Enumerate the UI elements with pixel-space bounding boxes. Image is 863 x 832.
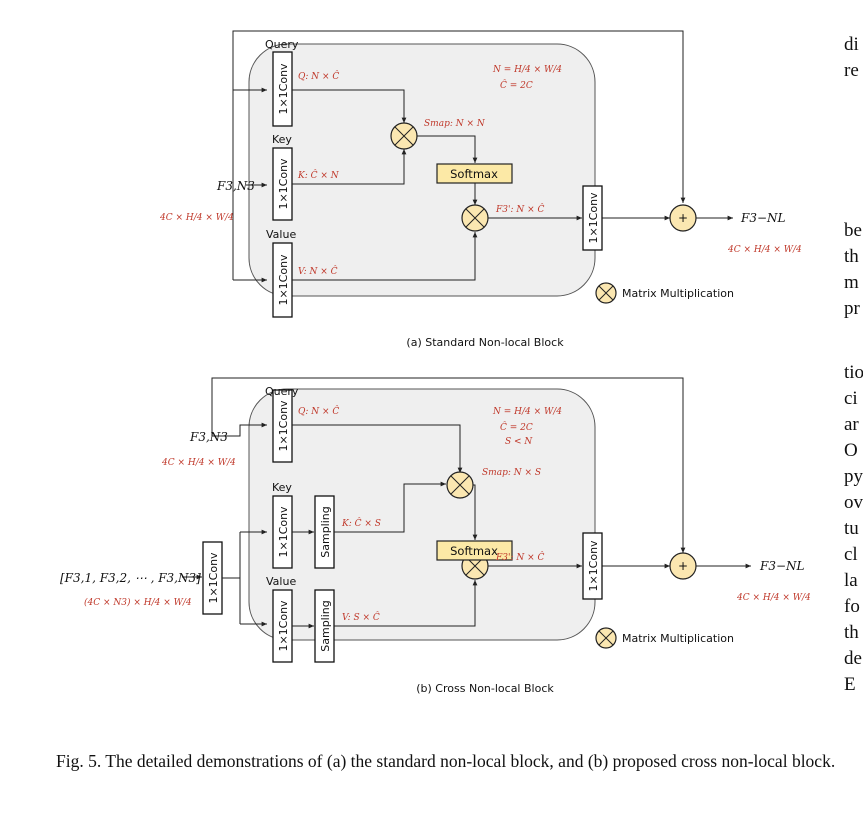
output-conv-box-b	[582, 532, 603, 600]
query-conv-label-b: 1×1Conv	[277, 400, 290, 452]
n-def-a: N = H/4 × W/4	[492, 65, 562, 75]
k-dim-a: K: Ĉ × N	[297, 169, 340, 181]
subcaption-a: (a) Standard Non-local Block	[406, 336, 564, 349]
figure-a: 1×1Conv 1×1Conv 1×1Conv Query Key Value …	[159, 30, 802, 349]
q-dim-a: Q: N × Ĉ	[298, 70, 339, 82]
svg-text:+: +	[678, 211, 688, 225]
output-conv-label-a: 1×1Conv	[587, 192, 600, 244]
key-flow-a	[292, 149, 407, 185]
c-def-a: Ĉ = 2C	[500, 79, 533, 91]
query-conv-label-a: 1×1Conv	[277, 63, 290, 115]
output-label-b: F3−NL	[759, 559, 805, 573]
multi-input-label-b: [F3,1, F3,2, ⋯ , F3,N3]	[60, 571, 201, 585]
output-conv-box-a	[582, 185, 603, 251]
panel-b	[248, 388, 596, 641]
right-column-line: be	[844, 220, 862, 241]
value-conv-label-a: 1×1Conv	[277, 254, 290, 306]
smap-dim-a: Smap: N × N	[424, 119, 486, 129]
smap-dim-b: Smap: N × S	[482, 468, 541, 478]
right-column-line: pr	[844, 298, 860, 319]
output-dim-b: 4C × H/4 × W/4	[736, 593, 811, 603]
multi-input-dim-b: (4C × N3) × H/4 × W/4	[84, 597, 192, 608]
query-conv-box-b	[272, 389, 293, 463]
legend-label-a: Matrix Multiplication	[622, 287, 734, 300]
subcaption-b: (b) Cross Non-local Block	[416, 682, 554, 695]
query-label-a: Query	[265, 38, 299, 51]
matmul-1-icon-b	[446, 471, 474, 499]
value-flow-b	[334, 580, 478, 627]
output-conv-label-b: 1×1Conv	[587, 540, 600, 592]
key-label-b: Key	[272, 481, 292, 494]
right-column-line: py	[844, 466, 863, 487]
right-column-line: E	[844, 674, 856, 695]
figure-diagram: 1×1Conv 1×1Conv 1×1Conv Query Key Value …	[60, 30, 811, 695]
v-dim-b: V: S × Ĉ	[342, 611, 380, 623]
c-def-b: Ĉ = 2C	[500, 421, 533, 433]
softmax-box-b	[436, 540, 513, 561]
value-sampling-label-b: Sampling	[319, 600, 332, 652]
arrow-input-query-b	[212, 422, 267, 437]
output-dim-a: 4C × H/4 × W/4	[727, 245, 802, 255]
right-column-line: ov	[844, 492, 863, 513]
figure-b: 1×1Conv 1×1Conv 1×1Conv 1×1Conv Sampling…	[60, 377, 811, 695]
figure-caption: Fig. 5. The detailed demonstrations of (…	[56, 751, 836, 771]
right-column-line: tio	[844, 362, 863, 383]
panel-a	[248, 43, 596, 297]
right-column-line: re	[844, 60, 859, 81]
output-label-a: F3−NL	[740, 211, 786, 225]
right-column-line: la	[844, 570, 858, 591]
right-column-line: m	[844, 272, 859, 293]
key-sampling-label-b: Sampling	[319, 506, 332, 558]
right-column-line: th	[844, 622, 859, 643]
fprime-dim-b: F3': N × Ĉ	[495, 551, 544, 563]
s-def-b: S < N	[505, 437, 533, 447]
query-label-b: Query	[265, 385, 299, 398]
legend-matmul-icon-a	[595, 282, 617, 304]
right-column-line: di	[844, 34, 859, 55]
matmul-2-icon-a	[461, 204, 489, 232]
query-conv-box-a	[272, 51, 293, 127]
legend-matmul-icon-b	[595, 627, 617, 649]
k-dim-b: K: Ĉ × S	[341, 517, 381, 529]
softmax-label-a: Softmax	[450, 167, 498, 181]
smap-flow-b	[472, 484, 478, 540]
right-column-line: O	[844, 440, 858, 461]
v-dim-a: V: N × Ĉ	[298, 265, 338, 277]
softmax-label-b: Softmax	[450, 544, 498, 558]
legend-label-b: Matrix Multiplication	[622, 632, 734, 645]
q-dim-b: Q: N × Ĉ	[298, 405, 339, 417]
value-conv-label-b: 1×1Conv	[277, 600, 290, 652]
add-icon-a: +	[669, 204, 697, 232]
right-column-line: fo	[844, 596, 860, 617]
fprime-dim-a: F3': N × Ĉ	[495, 203, 544, 215]
key-flow-b	[334, 481, 446, 533]
input-conv-label-b: 1×1Conv	[207, 552, 220, 604]
right-column-line: tu	[844, 518, 859, 539]
right-column-line: ar	[844, 414, 859, 435]
skip-connection-b	[211, 377, 686, 553]
input-dim-a: 4C × H/4 × W/4	[159, 213, 234, 223]
matmul-1-icon-a	[390, 122, 418, 150]
input-label-a: F3,N3	[216, 179, 255, 193]
query-flow-b	[292, 424, 463, 473]
key-label-a: Key	[272, 133, 292, 146]
right-column-line: th	[844, 246, 859, 267]
smap-flow-a	[417, 135, 478, 163]
value-label-b: Value	[266, 575, 296, 588]
value-label-a: Value	[266, 228, 296, 241]
key-conv-label-a: 1×1Conv	[277, 158, 290, 210]
right-column-line: de	[844, 648, 862, 669]
query-flow-a	[292, 89, 407, 123]
input-label-b: F3,N3	[189, 430, 228, 444]
svg-text:+: +	[678, 559, 688, 573]
add-icon-b: +	[669, 552, 697, 580]
right-column-line: cl	[844, 544, 858, 565]
key-conv-label-b: 1×1Conv	[277, 506, 290, 558]
n-def-b: N = H/4 × W/4	[492, 407, 562, 417]
input-dim-b: 4C × H/4 × W/4	[161, 458, 236, 468]
softmax-box-a	[436, 163, 513, 184]
right-column-line: ci	[844, 388, 858, 409]
input-branch-b	[222, 532, 241, 624]
value-flow-a	[292, 232, 478, 281]
